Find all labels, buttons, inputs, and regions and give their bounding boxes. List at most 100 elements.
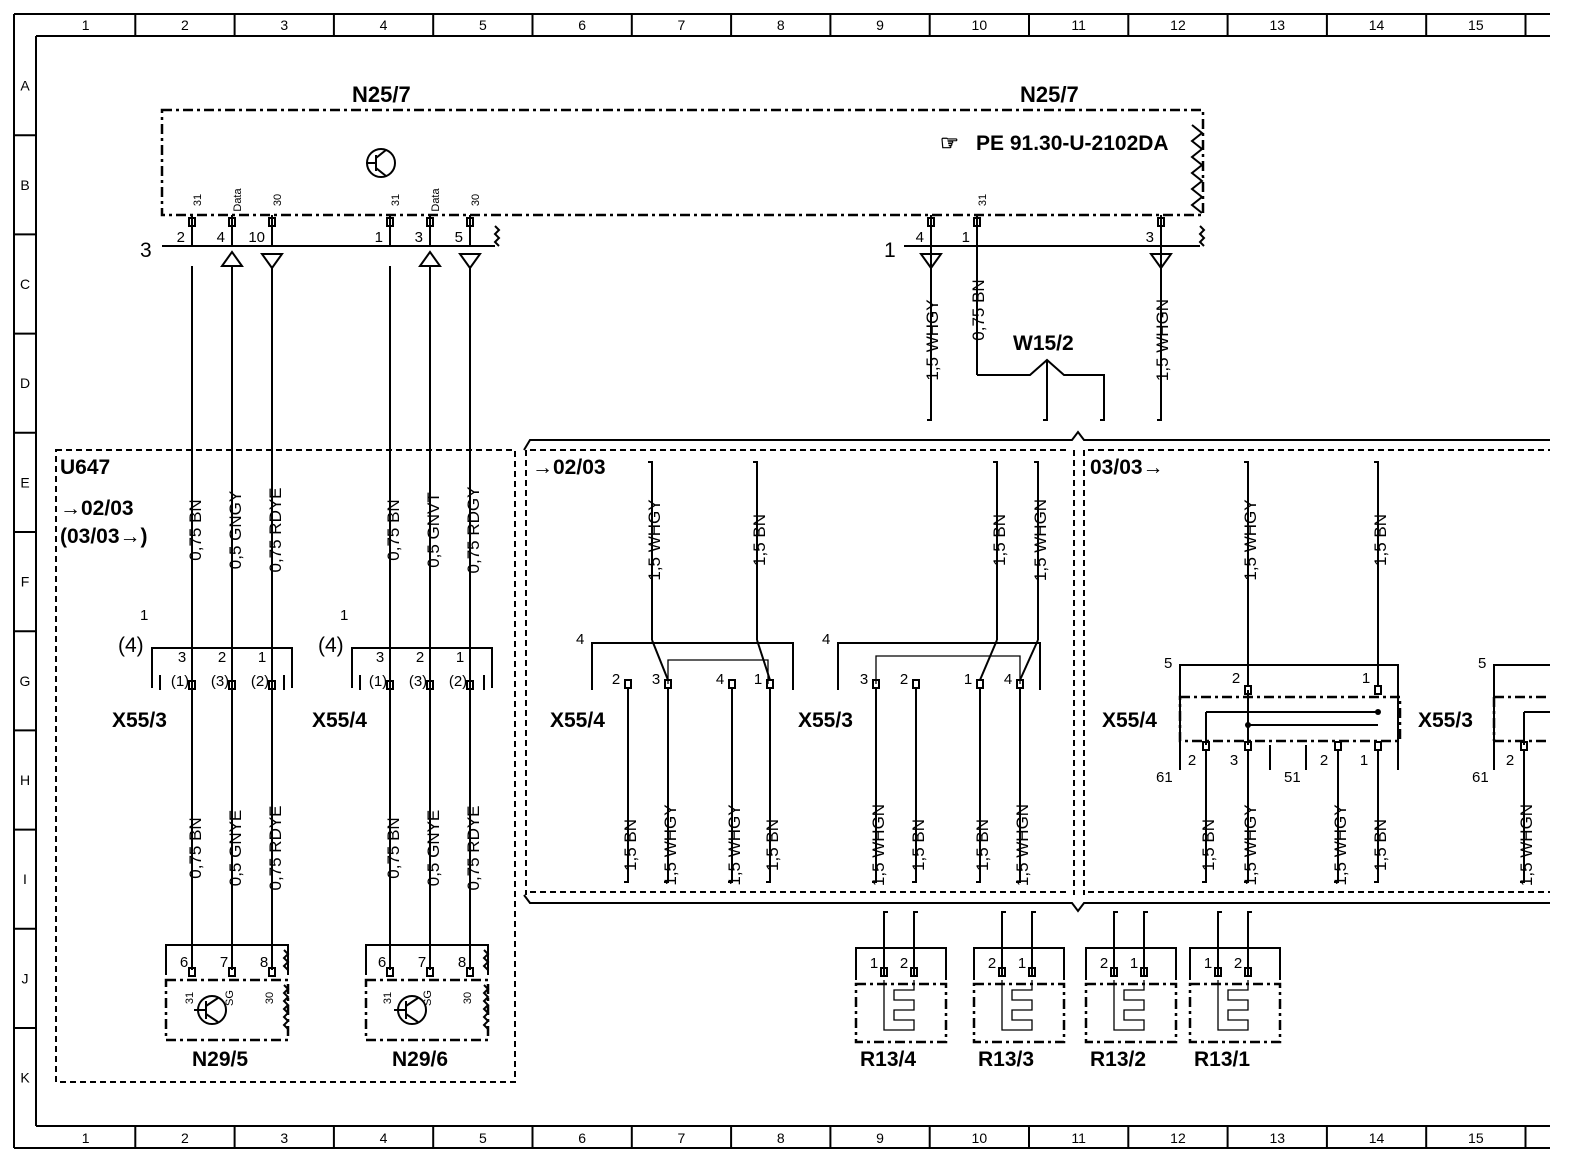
wire-label: 0,75 BN bbox=[969, 279, 988, 340]
grid-row-label: F bbox=[21, 574, 30, 590]
grid-col-label-top: 15 bbox=[1468, 17, 1484, 33]
wire-label: 1,5 BN bbox=[621, 819, 640, 871]
connector-mark: (4) bbox=[318, 634, 344, 657]
wire-label: 1,5 BN bbox=[763, 819, 782, 871]
wire-label: 0,75 RDGY bbox=[464, 487, 483, 574]
wire-label: 1,5 BN bbox=[990, 514, 1009, 566]
n29-connector bbox=[365, 944, 489, 975]
grid-row-label: H bbox=[20, 772, 30, 788]
n29-name: N29/6 bbox=[392, 1048, 448, 1071]
heater-box bbox=[972, 982, 1066, 1044]
connector-housing bbox=[591, 642, 794, 690]
wire-end bbox=[1034, 461, 1039, 470]
connector-sup: 1 bbox=[140, 607, 148, 624]
pin-signal: Data bbox=[430, 188, 442, 212]
terminal bbox=[386, 967, 394, 977]
wire-end bbox=[1113, 911, 1118, 920]
grid-col-label-top: 5 bbox=[479, 17, 487, 33]
pin-alt-number: (1) bbox=[369, 673, 387, 690]
wire-end bbox=[976, 872, 981, 883]
wire-end bbox=[728, 872, 733, 883]
wire-end bbox=[913, 911, 918, 920]
heater-box bbox=[854, 982, 948, 1044]
grid-col-label-bottom: 15 bbox=[1468, 1130, 1484, 1146]
grid-col-label-bottom: 14 bbox=[1369, 1130, 1385, 1146]
u647-module: U647 →02/03 (03/03→) 0,75 BN0,75 BN0,5 G… bbox=[55, 266, 516, 1083]
wire-label: 1,5 WHGY bbox=[661, 804, 680, 885]
terminal bbox=[1374, 685, 1382, 695]
grid-row-label: B bbox=[20, 177, 29, 193]
wire-label: 1,5 WHGY bbox=[1331, 804, 1350, 885]
wire-end bbox=[766, 872, 771, 883]
wire-end bbox=[1247, 911, 1252, 920]
grid-col-label-bottom: 6 bbox=[578, 1130, 586, 1146]
wire-end bbox=[1217, 911, 1222, 920]
signal-arrow bbox=[260, 253, 284, 270]
wire-label: 0,75 BN bbox=[186, 817, 205, 878]
pin-number: 1 bbox=[1362, 670, 1370, 687]
wire-label: 0,75 RDYE bbox=[464, 805, 483, 890]
wire-label: 1,5 WHGY bbox=[1241, 499, 1260, 580]
grid-row-label: C bbox=[20, 276, 30, 292]
terminal bbox=[228, 217, 236, 227]
wire-end bbox=[1100, 410, 1105, 421]
grid-col-label-top: 13 bbox=[1269, 17, 1285, 33]
pin-number: 3 bbox=[860, 671, 868, 688]
connector-name: X55/4 bbox=[550, 709, 605, 732]
wire-label: 0,75 RDYE bbox=[266, 805, 285, 890]
connector-subnumber: 61 bbox=[1472, 769, 1489, 786]
wire-end bbox=[872, 872, 877, 883]
wire-label: 1,5 WHGY bbox=[1241, 804, 1260, 885]
wire-label: 1,5 BN bbox=[909, 819, 928, 871]
wire-label: 0,5 GNGY bbox=[226, 491, 245, 569]
grid-col-label-top: 1 bbox=[82, 17, 90, 33]
grid-row-label: I bbox=[23, 871, 27, 887]
pin-number: 3 bbox=[1230, 752, 1238, 769]
wire-label: 1,5 WHGN bbox=[1517, 804, 1536, 886]
connector-number: 4 bbox=[576, 631, 584, 648]
connector-mark: (4) bbox=[118, 634, 144, 657]
grid-col-label-bottom: 1 bbox=[82, 1130, 90, 1146]
wire-line bbox=[205, 997, 219, 1007]
pin-signal: 31 bbox=[184, 992, 196, 1004]
connector-name: X55/3 bbox=[1418, 709, 1473, 732]
terminal bbox=[466, 217, 474, 227]
heater-name: R13/4 bbox=[860, 1048, 916, 1071]
wire-end bbox=[993, 461, 998, 470]
terminal bbox=[268, 217, 276, 227]
heater-box bbox=[1188, 982, 1282, 1044]
wire-end bbox=[912, 872, 917, 883]
pin-number: 4 bbox=[716, 671, 724, 688]
pin-number: 2 bbox=[1188, 752, 1196, 769]
pin-signal: 30 bbox=[462, 992, 474, 1004]
ref-02-03: →02/03 bbox=[532, 456, 606, 479]
terminal bbox=[228, 680, 236, 690]
pin-number: 1 bbox=[1018, 955, 1026, 972]
terminal bbox=[976, 679, 984, 689]
wire-label: 1,5 BN bbox=[1371, 514, 1390, 566]
connector-subnumber: 61 bbox=[1156, 769, 1173, 786]
pin-number: 2 bbox=[612, 671, 620, 688]
w15-2-label: W15/2 bbox=[1013, 332, 1074, 355]
wire-label: 1,5 BN bbox=[1371, 819, 1390, 871]
grid-col-label-top: 2 bbox=[181, 17, 189, 33]
wire-line bbox=[756, 639, 771, 681]
pin-signal: 31 bbox=[977, 194, 989, 206]
pin-number: 3 bbox=[178, 649, 186, 666]
terminal bbox=[466, 967, 474, 977]
grid-col-label-bottom: 3 bbox=[280, 1130, 288, 1146]
n25-7-label-left: N25/7 bbox=[352, 82, 411, 107]
pin-signal: SG bbox=[224, 990, 236, 1006]
frame: 1122334455667788991010111112121313141415… bbox=[13, 13, 1550, 1149]
wire-end bbox=[927, 410, 932, 421]
wire-label: 0,5 GNYE bbox=[226, 810, 245, 887]
connector-number: 5 bbox=[1164, 655, 1172, 672]
pin-number: 2 bbox=[218, 649, 226, 666]
wire-label: 1,5 WHGY bbox=[725, 804, 744, 885]
wire-line bbox=[405, 1013, 419, 1023]
terminal bbox=[1140, 967, 1148, 977]
grid-col-label-bottom: 13 bbox=[1269, 1130, 1285, 1146]
pin-number: 4 bbox=[1004, 671, 1012, 688]
heater-connector bbox=[855, 947, 947, 980]
